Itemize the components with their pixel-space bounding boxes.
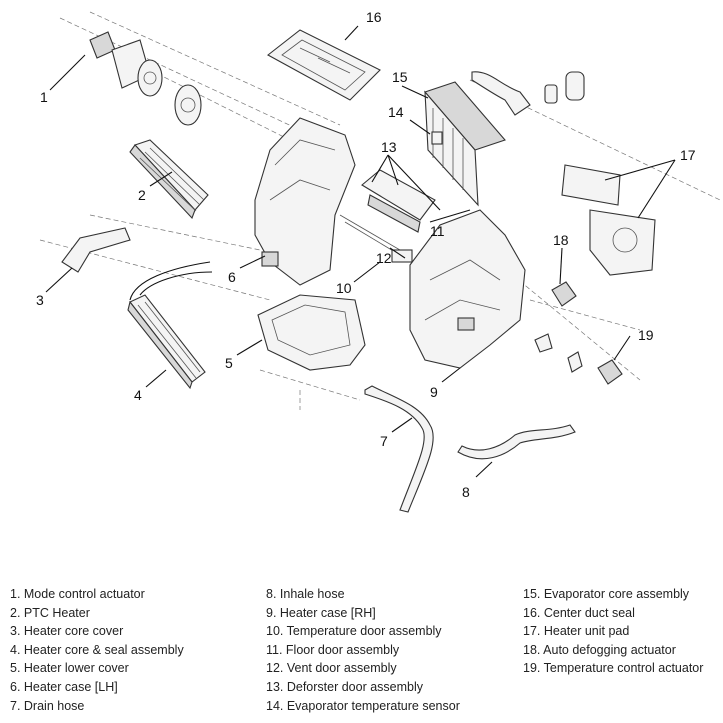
callout-17: 17 (680, 147, 696, 163)
legend-item: 15. Evaporator core assembly (523, 587, 690, 601)
part-center-duct-seal (267, 29, 381, 101)
callout-13: 13 (381, 139, 397, 155)
legend-item: 5. Heater lower cover (10, 661, 129, 676)
legend-item: 13. Deforster door assembly (266, 679, 424, 694)
part-heater-unit-pad (561, 164, 656, 276)
callout-3: 3 (36, 292, 44, 308)
legend-item: 3. Heater core cover (10, 624, 124, 639)
callout-10: 10 (336, 280, 352, 296)
callout-19: 19 (638, 327, 654, 343)
callout-14: 14 (388, 104, 404, 120)
part-heater-case-rh (409, 209, 526, 369)
legend-item: 4. Heater core & seal assembly (10, 642, 184, 657)
legend-item: 6. Heater case [LH] (10, 679, 118, 694)
exploded-view-diagram: 1 2 3 4 5 6 7 8 9 10 11 12 13 14 15 16 (36, 9, 721, 513)
part-drain-hose (364, 385, 434, 513)
callout-12: 12 (376, 250, 392, 266)
part-actuators (534, 281, 623, 385)
callout-15: 15 (392, 69, 408, 85)
callout-16: 16 (366, 9, 382, 25)
part-heater-core (127, 261, 213, 390)
callout-2: 2 (138, 187, 146, 203)
legend-item: 1. Mode control actuator (10, 587, 145, 601)
legend-column-3: 15. Evaporator core assembly 16. Center … (523, 585, 703, 678)
legend-item: 14. Evaporator temperature sensor (266, 698, 460, 713)
legend-item: 16. Center duct seal (523, 605, 635, 620)
legend-item: 7. Drain hose (10, 698, 85, 713)
part-ptc-heater (129, 139, 209, 220)
callout-11: 11 (430, 223, 445, 239)
part-evaporator-core (424, 71, 585, 207)
legend-item: 19. Temperature control actuator (523, 661, 704, 676)
callout-9: 9 (430, 384, 438, 400)
part-mode-actuator (89, 31, 202, 126)
callout-1: 1 (40, 89, 48, 105)
part-heater-lower-cover (257, 294, 366, 371)
legend-column-1: 1. Mode control actuator 2. PTC Heater 3… (10, 585, 184, 715)
legend-item: 12. Vent door assembly (266, 661, 397, 676)
legend-item: 10. Temperature door assembly (266, 624, 442, 639)
callout-4: 4 (134, 387, 142, 403)
part-door-assemblies (339, 169, 436, 263)
callout-6: 6 (228, 269, 236, 285)
legend-item: 17. Heater unit pad (523, 624, 630, 639)
part-heater-case-lh (254, 117, 356, 286)
legend-item: 2. PTC Heater (10, 605, 90, 620)
callout-7: 7 (380, 433, 388, 449)
legend-item: 18. Auto defogging actuator (523, 642, 676, 657)
legend-item: 9. Heater case [RH] (266, 605, 376, 620)
legend-column-2: 8. Inhale hose 9. Heater case [RH] 10. T… (266, 585, 460, 715)
part-inhale-hose (457, 424, 576, 460)
legend-item: 8. Inhale hose (266, 587, 345, 601)
callout-18: 18 (553, 232, 569, 248)
callout-8: 8 (462, 484, 470, 500)
callouts: 1 2 3 4 5 6 7 8 9 10 11 12 13 14 15 16 (36, 9, 696, 500)
callout-5: 5 (225, 355, 233, 371)
part-heater-core-cover (61, 227, 131, 273)
legend-item: 11. Floor door assembly (266, 642, 400, 657)
